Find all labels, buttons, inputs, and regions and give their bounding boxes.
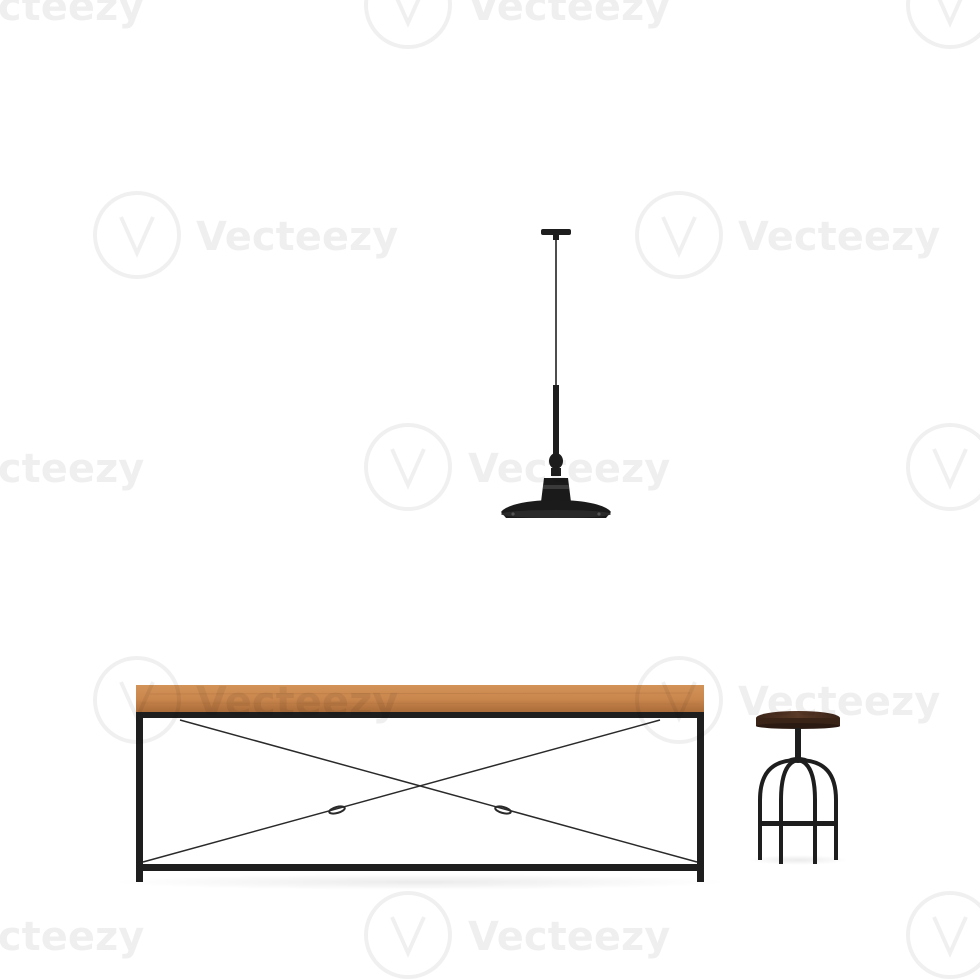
lamp-shade-rim <box>501 510 611 518</box>
watermark-logo <box>364 423 452 511</box>
watermark-text: Vecteezy <box>468 0 670 30</box>
watermark-logo <box>635 191 723 279</box>
watermark-logo <box>906 423 980 511</box>
watermark-text: Vecteezy <box>468 446 670 492</box>
stool-leg <box>797 758 817 864</box>
lamp-rivet <box>597 512 601 516</box>
table-leg-left <box>136 712 143 882</box>
lamp-rivet <box>511 512 515 516</box>
lamp-ceiling-canopy <box>541 229 571 235</box>
stool <box>756 711 840 864</box>
stool-footrest <box>760 821 836 826</box>
watermark-text: Vecteezy <box>738 679 940 725</box>
watermark-text: Vecteezy <box>196 679 398 725</box>
watermark-logo <box>364 891 452 979</box>
lamp-knob-upper <box>549 453 563 469</box>
wood-grain <box>139 702 701 705</box>
turnbuckle <box>328 805 346 815</box>
watermark-logo <box>906 0 980 49</box>
watermark-text: Vecteezy <box>0 914 144 960</box>
table-bottom-rail <box>136 864 704 871</box>
stool-floor-shadow <box>748 855 848 865</box>
watermark-text: Vecteezy <box>738 214 940 260</box>
watermark-text: Vecteezy <box>468 914 670 960</box>
table-leg-right <box>697 712 704 882</box>
watermark-text: Vecteezy <box>0 446 144 492</box>
table-wood-top <box>136 685 704 713</box>
lamp-rod <box>553 385 559 455</box>
stool-seat-bottom <box>756 723 840 729</box>
table-top-frame <box>136 712 704 718</box>
watermark-logo <box>364 0 452 49</box>
lamp-socket-housing <box>541 478 571 502</box>
stool-seat-edge <box>756 718 840 726</box>
watermark-logo <box>93 191 181 279</box>
watermark-logo <box>93 656 181 744</box>
lamp-neck <box>551 468 561 476</box>
stool-leg <box>779 758 799 864</box>
table-cross-brace <box>142 719 661 863</box>
table-floor-shadow <box>110 874 730 890</box>
stool-ring <box>788 757 808 763</box>
table <box>136 685 704 882</box>
stool-screw <box>795 728 801 758</box>
watermark-text: Vecteezy <box>0 0 144 30</box>
watermark-logo <box>635 656 723 744</box>
table-cross-brace <box>179 719 698 863</box>
lamp-socket-band <box>543 485 569 489</box>
watermark-logo <box>906 891 980 979</box>
wood-grain <box>149 692 691 695</box>
pendant-lamp <box>501 229 611 518</box>
turnbuckle <box>494 805 512 815</box>
lamp-canopy-stem <box>553 235 559 240</box>
watermark-text: Vecteezy <box>196 214 398 260</box>
